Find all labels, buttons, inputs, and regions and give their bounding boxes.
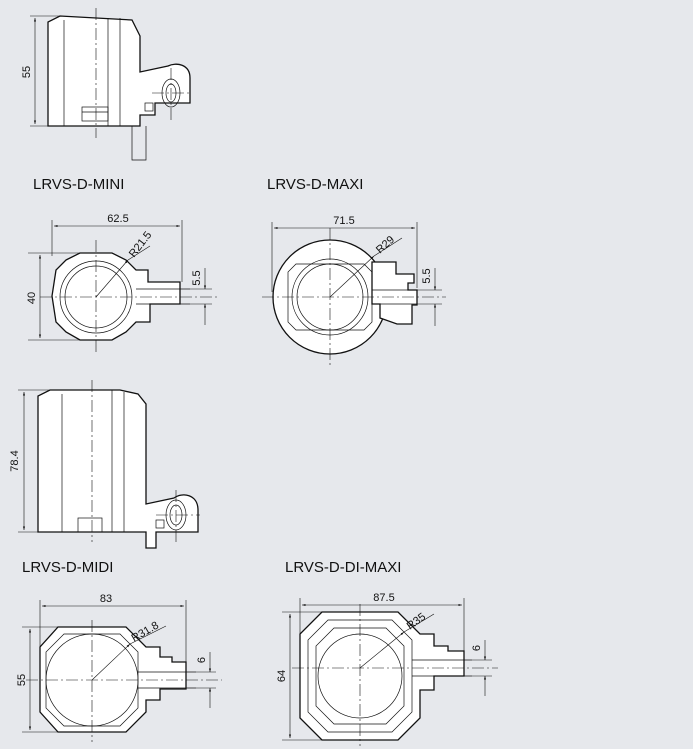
mini-side-height-dim: 55 [21, 66, 33, 78]
dimaxi-top-view: 87.5 R35 6 64 [276, 592, 498, 746]
model-label-midi: LRVS-D-MIDI [22, 559, 113, 576]
maxi-top-width-dim: 71.5 [333, 215, 354, 227]
dimaxi-top-width-dim: 87.5 [373, 592, 394, 604]
mini-top-view: 62.5 R21.5 5.5 40 [26, 213, 218, 352]
dimaxi-top-shaft-dim: 6 [471, 645, 483, 651]
maxi-top-view: 71.5 R29 5.5 [262, 215, 446, 366]
maxi-top-radius-dim: R29 [374, 234, 397, 256]
dimaxi-top-height-dim: 64 [276, 670, 288, 682]
midi-side-view: 78.4 [9, 380, 200, 549]
midi-top-radius-dim: R31.8 [130, 620, 161, 645]
maxi-top-shaft-dim: 5.5 [421, 268, 433, 283]
dimaxi-top-radius-dim: R35 [405, 611, 428, 633]
mini-top-radius-dim: R21.5 [127, 229, 155, 260]
model-label-mini: LRVS-D-MINI [33, 176, 124, 193]
midi-top-view: 83 R31.8 6 55 [16, 593, 222, 742]
midi-side-height-dim: 78.4 [9, 450, 21, 471]
midi-top-shaft-dim: 6 [196, 657, 208, 663]
midi-top-width-dim: 83 [100, 593, 112, 605]
midi-top-height-dim: 55 [16, 674, 28, 686]
mini-top-shaft-dim: 5.5 [191, 270, 203, 285]
mini-top-width-dim: 62.5 [107, 213, 128, 225]
model-label-dimaxi: LRVS-D-DI-MAXI [285, 559, 401, 576]
mini-top-height-dim: 40 [26, 292, 38, 304]
model-label-maxi: LRVS-D-MAXI [267, 176, 363, 193]
mini-side-view: 55 [21, 8, 192, 161]
